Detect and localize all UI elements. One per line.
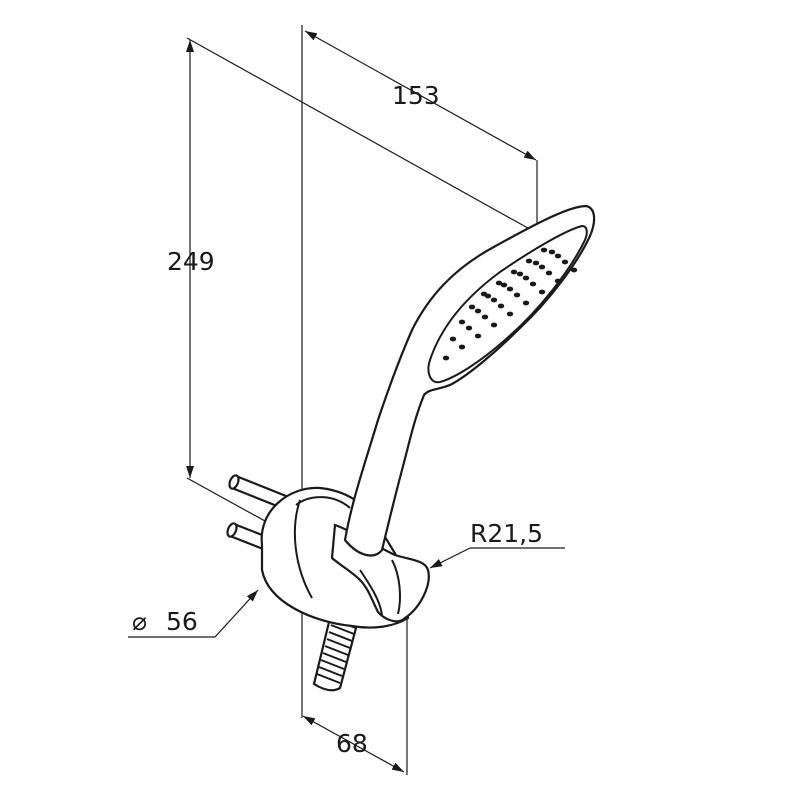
hand-shower bbox=[343, 204, 596, 557]
diameter-arrow bbox=[214, 589, 259, 638]
spray-nozzle bbox=[545, 270, 553, 276]
spray-nozzle bbox=[570, 267, 578, 273]
spray-nozzle bbox=[458, 319, 466, 325]
dim-249-label: 249 bbox=[167, 247, 215, 276]
spray-nozzle bbox=[506, 286, 514, 292]
diameter-value: 56 bbox=[166, 607, 198, 636]
spray-nozzle bbox=[561, 259, 569, 265]
dim-153-line bbox=[304, 30, 537, 161]
dimension-lines bbox=[186, 30, 537, 773]
spray-nozzle bbox=[500, 282, 508, 288]
spray-nozzle bbox=[481, 314, 489, 320]
dim-153-label: 153 bbox=[392, 81, 440, 110]
radius-arrow bbox=[429, 547, 471, 569]
spray-nozzle bbox=[474, 308, 482, 314]
spray-nozzle bbox=[474, 333, 482, 339]
spray-nozzle bbox=[490, 297, 498, 303]
spray-nozzle bbox=[465, 325, 473, 331]
spray-nozzle bbox=[554, 278, 562, 284]
dim-radius-label: R21,5 bbox=[470, 519, 543, 548]
spray-nozzle bbox=[495, 280, 503, 286]
cradle-lip bbox=[359, 569, 383, 616]
spray-nozzle bbox=[449, 336, 457, 342]
shower-handle-and-head bbox=[343, 204, 596, 557]
spray-nozzle bbox=[506, 311, 514, 317]
wall-bracket bbox=[260, 486, 430, 629]
spray-nozzle bbox=[548, 249, 556, 255]
spray-nozzle bbox=[480, 291, 488, 297]
spray-nozzle bbox=[538, 264, 546, 270]
spray-nozzle bbox=[468, 304, 476, 310]
top-extension-line bbox=[186, 37, 536, 233]
spray-nozzle bbox=[525, 258, 533, 264]
cradle-slot bbox=[391, 559, 401, 615]
spray-nozzle bbox=[540, 247, 548, 253]
dim-68-line bbox=[302, 715, 405, 773]
dim-68-label: 68 bbox=[336, 729, 368, 758]
shower-face-outline bbox=[427, 224, 588, 384]
spray-nozzle bbox=[522, 300, 530, 306]
spray-nozzle bbox=[529, 281, 537, 287]
spray-nozzle bbox=[554, 253, 562, 259]
spray-nozzle bbox=[522, 275, 530, 281]
diameter-symbol: ⌀ bbox=[132, 607, 147, 636]
spray-nozzle bbox=[490, 322, 498, 328]
hose-outline bbox=[312, 616, 358, 692]
spray-nozzle bbox=[442, 355, 450, 361]
spray-nozzle bbox=[458, 344, 466, 350]
spray-nozzle bbox=[497, 303, 505, 309]
dim-diameter-label: ⌀ 56 bbox=[132, 607, 198, 636]
spray-nozzle bbox=[538, 289, 546, 295]
spray-nozzle bbox=[516, 271, 524, 277]
spray-nozzles bbox=[442, 247, 578, 361]
hose-threads bbox=[316, 624, 355, 684]
spray-nozzle bbox=[513, 292, 521, 298]
spray-nozzle bbox=[532, 260, 540, 266]
hose bbox=[312, 616, 358, 692]
bracket-face bbox=[293, 499, 313, 599]
spray-nozzle bbox=[510, 269, 518, 275]
